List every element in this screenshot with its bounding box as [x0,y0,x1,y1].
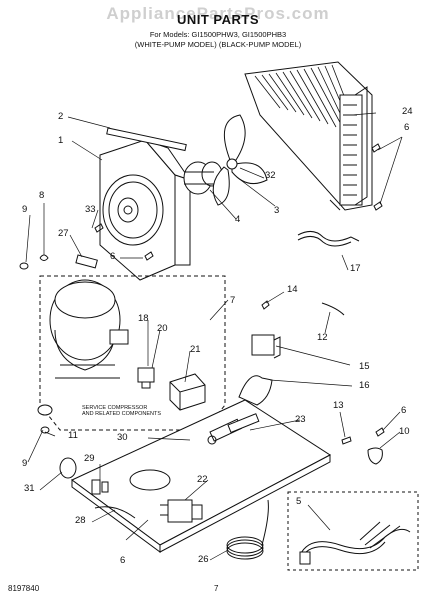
callout-29: 29 [84,453,95,464]
loop-hose [129,469,171,491]
page-number: 7 [214,584,219,593]
callout-26: 26 [198,554,209,565]
callout-23: 23 [295,414,306,425]
callout-13: 13 [333,400,344,411]
service-compressor-note-line2: AND RELATED COMPONENTS [82,411,162,417]
callout-17: 17 [350,263,361,274]
models-line: For Models: GI1500PHW3, GI1500PHB3 [149,30,287,39]
callout-7: 7 [230,295,236,306]
callout-31: 31 [24,483,35,494]
gasket [75,254,98,269]
callout-4: 4 [235,214,241,225]
callout-28: 28 [75,515,86,526]
callout-33: 33 [85,204,96,215]
callout-6-bottom: 6 [120,555,126,566]
fan-blade [212,114,268,206]
foam-strip [106,127,187,152]
compressor [49,279,129,379]
callout-6-top: 6 [404,122,410,133]
watermark: AppliancePartsPros.com [106,4,330,23]
drier [227,413,260,434]
variants-line: (WHITE-PUMP MODEL) (BLACK-PUMP MODEL) [134,40,302,49]
tubing [226,499,269,560]
doc-number: 8197840 [8,584,40,593]
hose [321,302,345,316]
fittings [91,479,136,519]
callout-9-top: 9 [22,204,28,215]
callout-9-bottom: 9 [22,458,28,469]
base-pan [71,399,331,553]
callout-6-shroud: 6 [110,251,116,262]
callout-10: 10 [399,426,410,437]
callout-18: 18 [138,313,149,324]
pump [251,334,281,359]
service-compressor-note: SERVICE COMPRESSOR AND RELATED COMPONENT… [82,405,161,417]
fan-shroud [99,138,192,281]
service-compressor-note-line1: SERVICE COMPRESSOR [82,405,148,411]
callout-21: 21 [190,344,201,355]
callout-30: 30 [117,432,128,443]
power-cord-box [287,491,419,571]
callout-27: 27 [58,228,69,239]
grommet [19,262,29,270]
callout-5: 5 [296,496,302,507]
callout-6-right: 6 [401,405,407,416]
callout-32: 32 [265,170,276,181]
foot-washer [40,426,50,434]
callout-11: 11 [68,430,78,441]
callout-15: 15 [359,361,370,372]
condenser [244,61,373,211]
callout-22: 22 [197,474,208,485]
clip [39,254,49,261]
page-title: UNIT PARTS [176,12,260,27]
callout-14: 14 [287,284,298,295]
foot [59,457,77,479]
callout-3: 3 [274,205,280,216]
callout-20: 20 [157,323,168,334]
callout-24: 24 [402,106,413,117]
callout-16: 16 [359,380,370,391]
harness [297,231,360,242]
capacitor [169,373,206,411]
leader-lines [25,112,403,561]
foot-grommet [37,404,53,416]
start-relay [137,367,155,389]
callout-12: 12 [317,332,328,343]
callout-1: 1 [58,135,64,146]
callout-2: 2 [58,111,64,122]
clamp [367,447,383,465]
callout-8: 8 [39,190,45,201]
water-pump [160,499,203,523]
